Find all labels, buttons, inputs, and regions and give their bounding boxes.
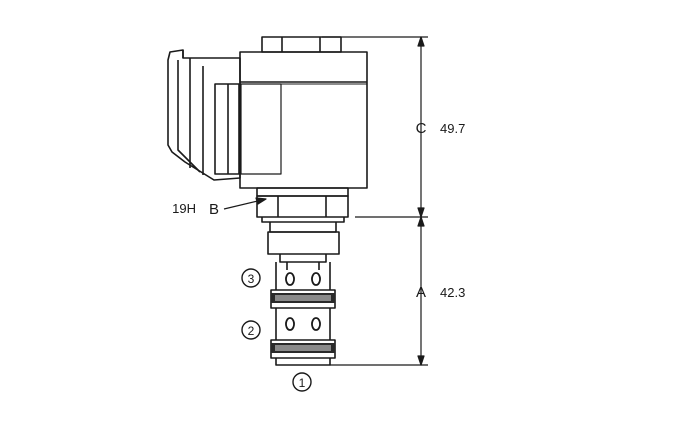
cartridge-stem bbox=[267, 222, 340, 366]
seal-lower bbox=[270, 339, 336, 359]
port-2-marker bbox=[241, 320, 261, 340]
dim-c-letter: C bbox=[416, 120, 427, 137]
port-3-label: 3 bbox=[248, 272, 255, 286]
port-3-holes bbox=[285, 272, 321, 286]
top-nut bbox=[261, 36, 342, 53]
port-2-holes bbox=[285, 317, 321, 331]
hex-leader bbox=[223, 197, 267, 210]
port-2-label: 2 bbox=[248, 324, 255, 338]
dim-c-value: 49.7 bbox=[440, 121, 465, 136]
hex-size-label: 19H bbox=[172, 201, 196, 216]
hex-letter-label: B bbox=[209, 201, 219, 218]
port-1-label: 1 bbox=[299, 376, 306, 390]
port-1-marker bbox=[292, 372, 312, 392]
dim-a-letter: A bbox=[416, 284, 426, 301]
coil-body bbox=[239, 51, 368, 189]
dimension-lines bbox=[322, 36, 428, 366]
connector bbox=[167, 49, 241, 181]
dim-a-value: 42.3 bbox=[440, 285, 465, 300]
hex-nut bbox=[256, 187, 349, 223]
seal-upper bbox=[270, 289, 336, 309]
port-3-marker bbox=[241, 268, 261, 288]
